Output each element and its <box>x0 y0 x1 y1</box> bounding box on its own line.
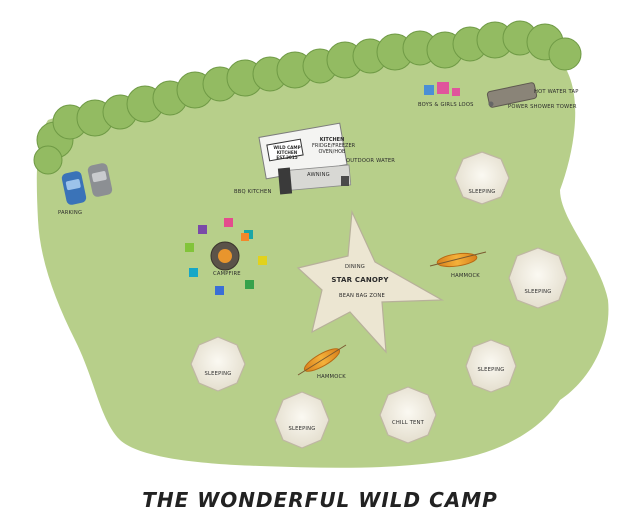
star-canopy-label: STAR CANOPY <box>331 276 389 284</box>
power-shower-tower-label: POWER SHOWER TOWER <box>508 104 577 110</box>
dining-label: DINING <box>344 264 366 270</box>
sleeping-label-2: SLEEPING <box>524 289 552 295</box>
chill-tent-label: CHILL TENT <box>392 420 424 426</box>
oven-hob-label: OVEN/HOB <box>318 149 346 155</box>
wild-camp-sign-line2: KITCHEN EST.2015 <box>276 150 298 160</box>
loos <box>424 82 460 96</box>
tents <box>190 151 568 449</box>
map-title: THE WONDERFUL WILD CAMP <box>142 488 498 512</box>
kitchen-label: KITCHEN <box>319 137 345 143</box>
awning-label: AWNING <box>307 172 330 178</box>
sleeping-label-4: SLEEPING <box>204 371 232 377</box>
loos-label: BOYS & GIRLS LOOS <box>418 102 474 108</box>
hammocks <box>297 251 487 376</box>
wild-camp-sign-line1: WILD CAMP <box>273 145 301 150</box>
kitchen-sign: KITCHEN FRIDGE/FREEZER OVEN/HOB <box>312 137 356 155</box>
tree-hedge <box>33 20 582 175</box>
shower-tower <box>486 82 538 108</box>
kitchen-building <box>258 122 352 195</box>
parking-cars <box>61 163 113 205</box>
bbq-kitchen-label: BBQ KITCHEN <box>234 189 272 195</box>
star-canopy <box>296 209 445 354</box>
hot-water-tap-label: HOT WATER TAP <box>534 89 579 95</box>
hammock-label-1: HAMMOCK <box>451 273 480 279</box>
campfire-area <box>185 218 267 295</box>
grass-field <box>36 49 609 468</box>
outdoor-water-label: OUTDOOR WATER <box>346 158 396 164</box>
sleeping-label-3: SLEEPING <box>477 367 505 373</box>
campfire-label: CAMPFIRE <box>213 271 241 277</box>
sleeping-label-5: SLEEPING <box>288 426 316 432</box>
hammock-label-2: HAMMOCK <box>317 374 346 380</box>
fridge-freezer-label: FRIDGE/FREEZER <box>312 143 356 149</box>
parking-label: PARKING <box>58 210 83 216</box>
wild-camp-sign: WILD CAMP KITCHEN EST.2015 <box>270 145 304 160</box>
sleeping-label-1: SLEEPING <box>468 189 496 195</box>
bean-bag-zone-label: BEAN BAG ZONE <box>339 293 385 299</box>
